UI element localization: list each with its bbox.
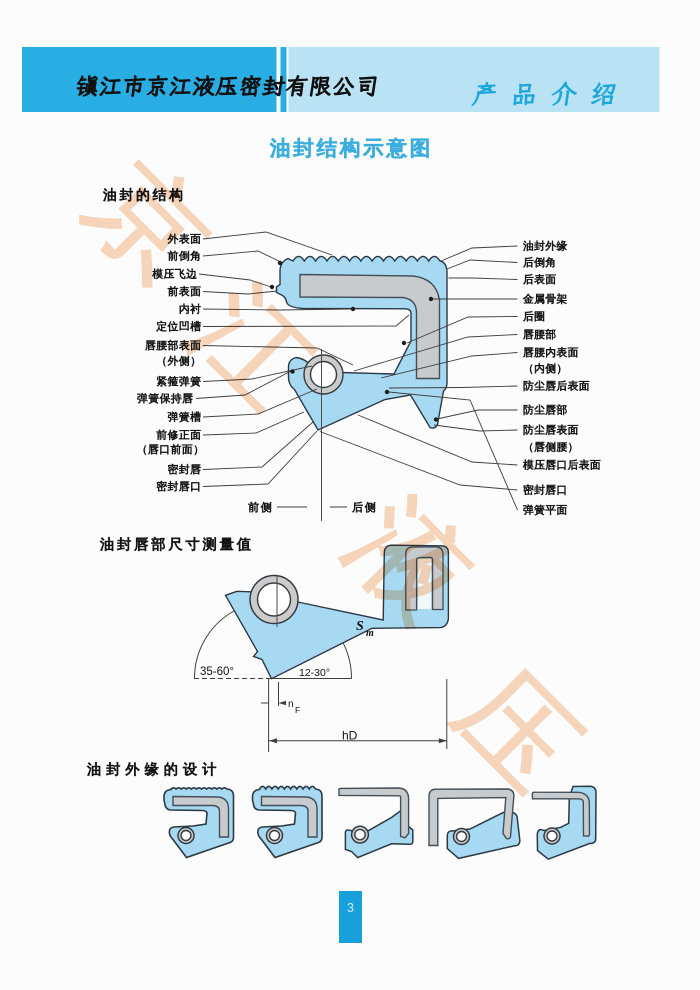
svg-text:3: 3 bbox=[347, 901, 354, 915]
svg-text:35-60°: 35-60° bbox=[200, 666, 234, 678]
svg-text:12-30°: 12-30° bbox=[299, 667, 330, 679]
svg-text:m: m bbox=[366, 628, 374, 639]
svg-text:F: F bbox=[295, 705, 300, 715]
svg-text:hD: hD bbox=[342, 729, 358, 743]
svg-text:n: n bbox=[288, 699, 294, 710]
svg-text:S: S bbox=[356, 619, 364, 634]
